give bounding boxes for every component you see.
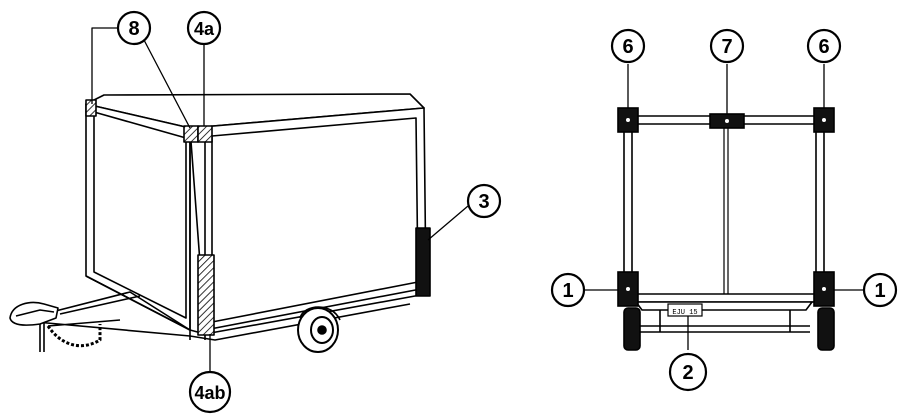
callout-6-left: 6	[610, 28, 646, 64]
svg-text:6: 6	[818, 36, 829, 58]
callout-4a: 4a	[186, 10, 222, 46]
svg-text:1: 1	[874, 280, 885, 302]
right-wheel	[817, 307, 835, 351]
svg-text:7: 7	[721, 36, 732, 58]
marker-3-rear	[415, 227, 431, 297]
trailer-rear-view: EJU 15	[584, 64, 866, 351]
callout-4ab: 4ab	[188, 370, 232, 414]
trailer-side-panel	[189, 107, 427, 331]
svg-text:2: 2	[682, 362, 693, 384]
leader-lines-right	[584, 64, 866, 350]
coupling-head	[9, 301, 59, 326]
license-plate	[667, 303, 703, 317]
svg-text:3: 3	[478, 191, 489, 213]
svg-text:4a: 4a	[194, 19, 215, 39]
callout-3: 3	[466, 183, 502, 219]
trailer-perspective-view	[9, 27, 469, 372]
marker-8-left	[85, 99, 97, 117]
callout-7: 7	[709, 28, 745, 64]
svg-text:6: 6	[622, 36, 633, 58]
callout-6-right: 6	[806, 28, 842, 64]
marker-8-corner	[183, 125, 199, 143]
safety-chain	[46, 324, 102, 348]
svg-text:4ab: 4ab	[194, 383, 225, 403]
svg-text:EJU 15: EJU 15	[672, 309, 697, 317]
marker-4ab	[197, 254, 215, 336]
tow-bar	[35, 291, 191, 337]
leader-lines-left	[91, 27, 469, 372]
callout-1-left: 1	[550, 272, 586, 308]
callout-8: 8	[116, 10, 152, 46]
trailer-wheel	[297, 306, 341, 353]
left-wheel	[623, 307, 641, 351]
svg-text:1: 1	[562, 280, 573, 302]
marker-4a-corner	[197, 125, 213, 143]
callout-1-right: 1	[862, 272, 898, 308]
svg-text:8: 8	[128, 18, 139, 40]
callout-2: 2	[668, 352, 708, 392]
